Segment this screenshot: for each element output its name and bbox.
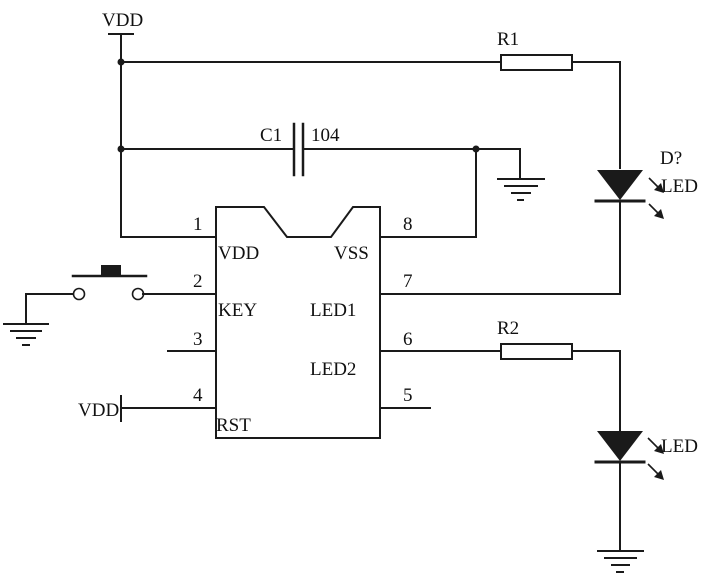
r2-label: R2 — [497, 318, 519, 339]
ground-symbol-key — [3, 323, 49, 346]
pin-5-number: 5 — [403, 385, 413, 406]
pin-6-name: LED2 — [310, 359, 356, 380]
c1-label: C1 — [260, 125, 282, 146]
pin-7-number: 7 — [403, 271, 413, 292]
pin-4-number: 4 — [193, 385, 203, 406]
pin-2-number: 2 — [193, 271, 203, 292]
led-d1-name-label: LED — [661, 176, 698, 197]
r1-label: R1 — [497, 29, 519, 50]
ground-symbol-led2 — [597, 550, 644, 573]
pin-1-name: VDD — [218, 243, 259, 264]
pin-6-number: 6 — [403, 329, 413, 350]
pin-2-name: KEY — [218, 300, 257, 321]
pin-3-number: 3 — [193, 329, 203, 350]
led-d2-name-label: LED — [661, 436, 698, 457]
pin-8-name: VSS — [334, 243, 369, 264]
pin-4-rst: VDD — [78, 395, 217, 422]
pin-7-name: LED1 — [310, 300, 356, 321]
pin-8-number: 8 — [403, 214, 413, 235]
vdd-rst-label: VDD — [78, 400, 119, 421]
ground-symbol-c1 — [497, 148, 545, 201]
pin-2-key — [25, 265, 217, 324]
r1-branch: R1 — [120, 29, 621, 169]
pin-1-number: 1 — [193, 214, 203, 235]
resistor-r2 — [500, 343, 573, 360]
vdd-top-label: VDD — [102, 10, 143, 31]
vdd-supply-top: VDD — [102, 10, 143, 63]
vdd-bus — [117, 58, 217, 238]
led-d1-ref-label: D? — [660, 148, 682, 169]
c1-branch: C1 104 — [120, 122, 521, 238]
ic-body — [215, 206, 381, 439]
c1-value-label: 104 — [311, 125, 340, 146]
r2-branch: R2 — [379, 318, 621, 431]
pin-4-name: RST — [216, 415, 251, 436]
resistor-r1 — [500, 54, 573, 71]
led-d1: D? LED — [594, 148, 698, 295]
led-d2: LED — [594, 431, 698, 551]
